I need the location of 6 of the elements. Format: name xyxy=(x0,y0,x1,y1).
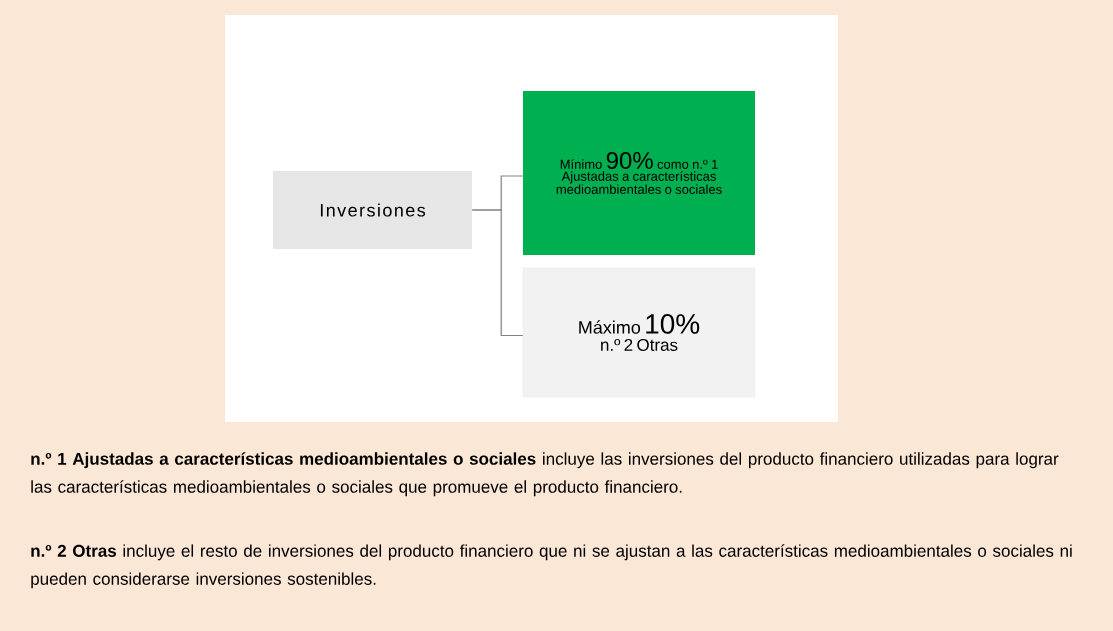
process-box: Inversiones xyxy=(273,171,472,249)
percentage-box: Máximo 10% n.º 2 Otras xyxy=(522,267,756,398)
paragraph: n.º 2 Otras incluye el resto de inversiones del producto financiero que ni se ajustan a las características medioambientales o sociales ni pueden considerarse inversiones sostenibles. xyxy=(31,544,1072,589)
paragraph: n.º 1 Ajustadas a características medioambientales o sociales incluye las inversiones del producto financiero utilizadas para lograr las características medioambientales o sociales que promueve el producto financiero. xyxy=(31,452,1059,497)
connector xyxy=(471,209,524,337)
percentage-box: Mínimo 90% como n.º 1 Ajustadas a características medioambientales o sociales xyxy=(523,91,755,255)
